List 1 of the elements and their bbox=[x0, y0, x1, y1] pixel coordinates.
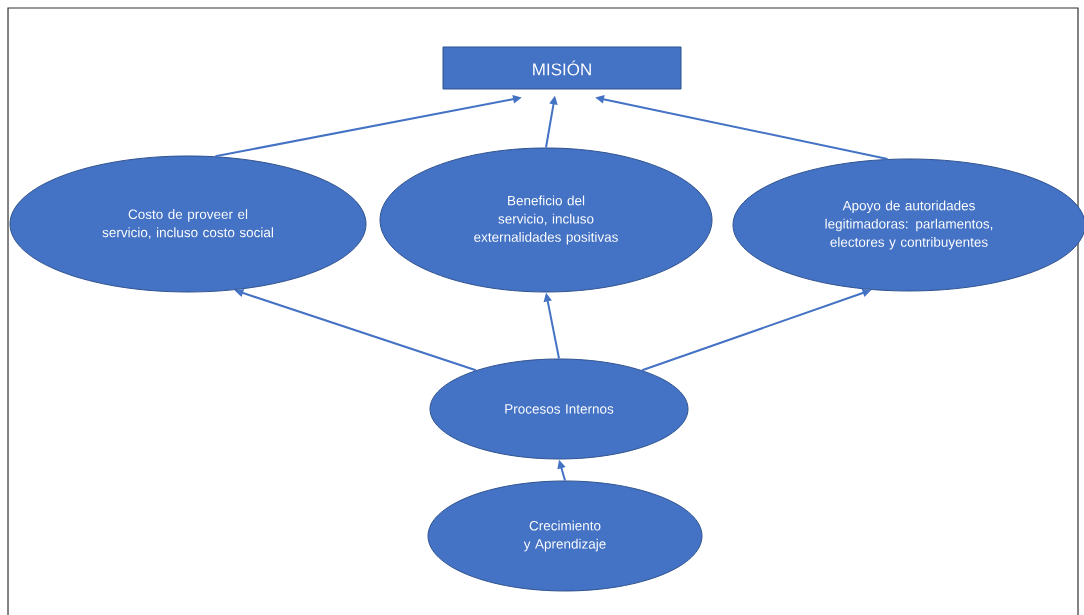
mission-box: MISIÓN bbox=[442, 46, 682, 90]
